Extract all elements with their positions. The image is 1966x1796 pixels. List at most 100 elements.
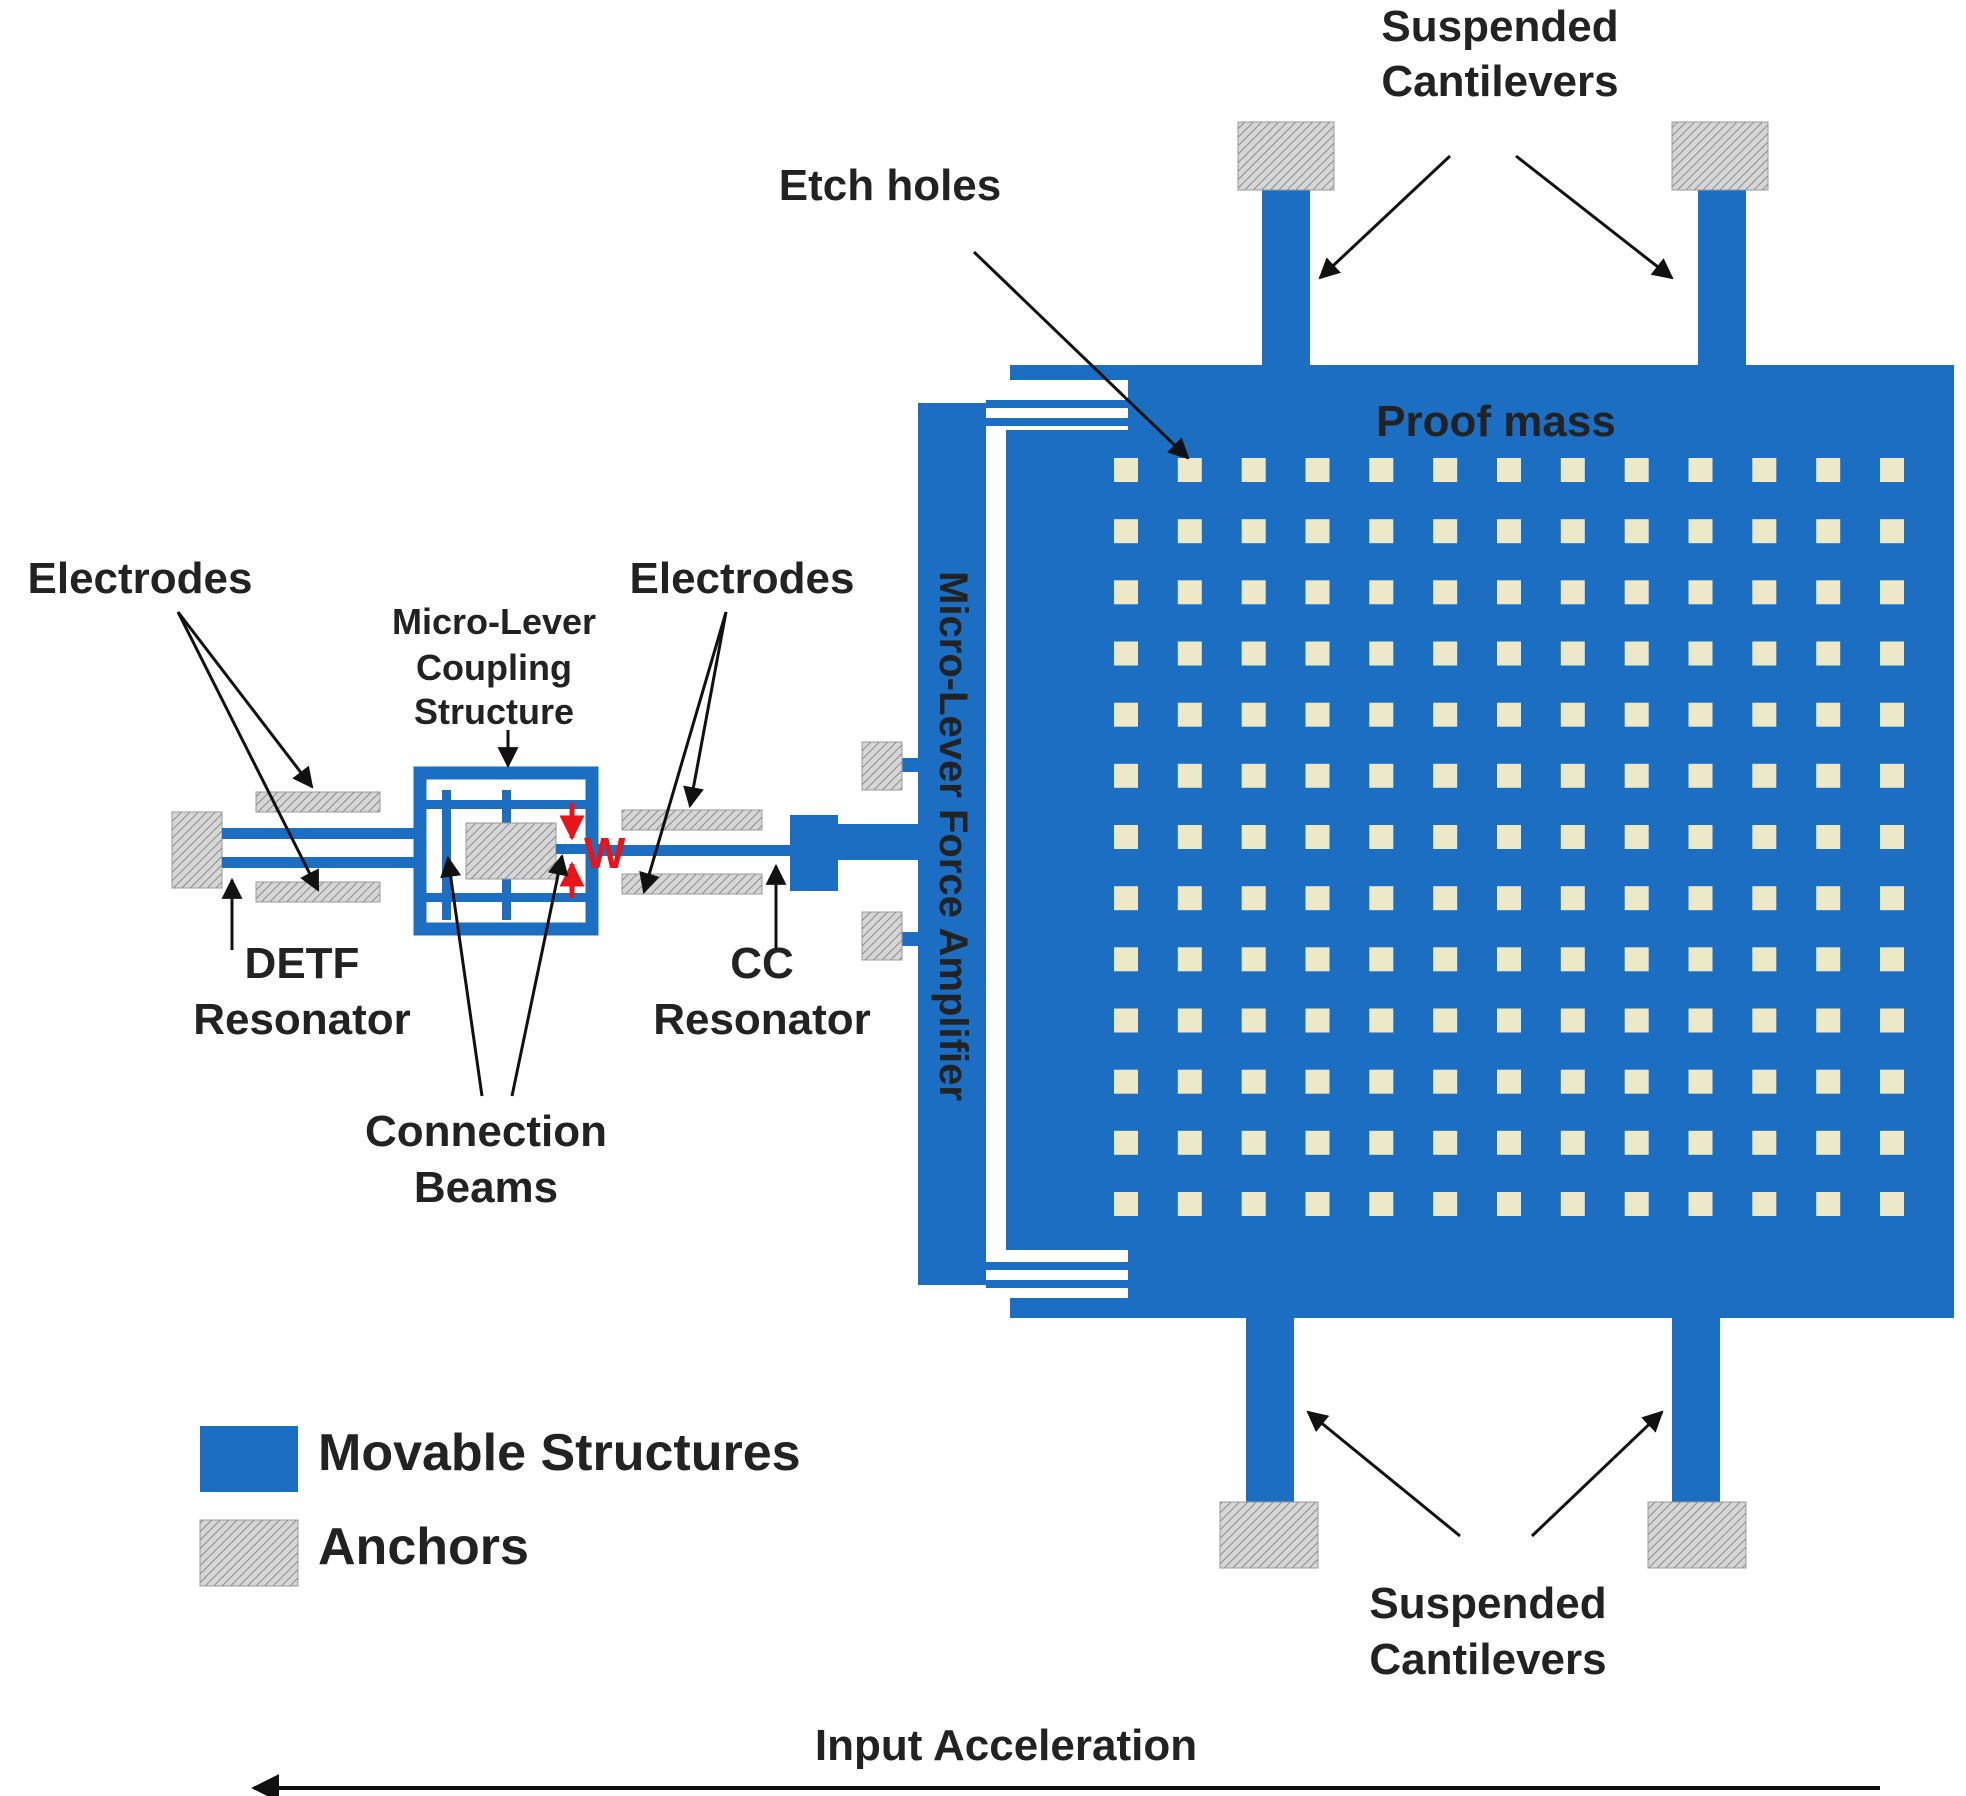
etch-hole: [1624, 1130, 1649, 1155]
etch-hole: [1880, 1130, 1904, 1155]
etch-hole: [1305, 825, 1330, 849]
etch-hole: [1880, 519, 1904, 544]
etch-hole: [1241, 458, 1266, 482]
cc-electrode-top: [621, 809, 763, 831]
detf-electrode-bottom: [255, 881, 381, 903]
etch-hole: [1114, 1130, 1138, 1155]
etch-hole: [1880, 702, 1904, 727]
etch-hole: [1433, 1008, 1458, 1033]
etch-hole: [1305, 458, 1330, 482]
cantilever-top-right: [1698, 190, 1746, 368]
etch-hole: [1177, 519, 1202, 544]
label-detf-1: DETF: [245, 939, 360, 988]
label-cc-2: Resonator: [653, 995, 871, 1044]
etch-hole: [1241, 825, 1266, 849]
etch-hole: [1688, 1130, 1713, 1155]
legend-label-anchor: Anchors: [318, 1518, 529, 1576]
etch-hole: [1433, 886, 1458, 911]
etch-hole: [1560, 519, 1585, 544]
etch-hole: [1241, 580, 1266, 605]
label-coupling-3: Structure: [414, 691, 574, 732]
label-etch-holes: Etch holes: [779, 161, 1002, 210]
etch-hole: [1816, 825, 1841, 849]
etch-hole: [1433, 1192, 1458, 1216]
etch-hole: [1497, 1130, 1521, 1155]
etch-hole: [1433, 763, 1458, 788]
etch-hole: [1624, 947, 1649, 972]
etch-hole: [1624, 886, 1649, 911]
etch-hole: [1752, 1192, 1777, 1216]
etch-hole: [1241, 763, 1266, 788]
etch-hole: [1560, 947, 1585, 972]
etch-hole: [1752, 458, 1777, 482]
etch-hole: [1688, 825, 1713, 849]
etch-hole: [1688, 458, 1713, 482]
etch-hole: [1497, 825, 1521, 849]
etch-hole: [1114, 580, 1138, 605]
etch-hole: [1114, 763, 1138, 788]
coupling-beam-right: [556, 844, 606, 854]
etch-hole: [1114, 947, 1138, 972]
etch-hole: [1114, 641, 1138, 666]
etch-hole: [1880, 886, 1904, 911]
etch-hole: [1497, 458, 1521, 482]
lever-link-top-b: [986, 418, 1128, 426]
etch-hole: [1241, 641, 1266, 666]
etch-hole: [1624, 825, 1649, 849]
label-electrodes-right: Electrodes: [630, 554, 855, 603]
etch-hole: [1816, 580, 1841, 605]
etch-hole: [1624, 763, 1649, 788]
etch-hole: [1624, 458, 1649, 482]
etch-hole: [1560, 763, 1585, 788]
arrow-electrodes-right-2: [639, 611, 728, 895]
etch-hole: [1177, 1008, 1202, 1033]
etch-hole: [1433, 825, 1458, 849]
etch-hole: [1497, 702, 1521, 727]
anchor-bottom-left: [1219, 1501, 1319, 1569]
etch-hole: [1752, 641, 1777, 666]
etch-hole: [1624, 1069, 1649, 1094]
etch-hole: [1560, 458, 1585, 482]
arrow-etch-holes: [972, 250, 1190, 460]
etch-hole: [1177, 886, 1202, 911]
coupling-bar-vert-left: [442, 790, 451, 920]
coupling-bar-horiz-bottom: [420, 893, 592, 902]
etch-hole: [1369, 702, 1394, 727]
etch-hole: [1241, 702, 1266, 727]
etch-hole: [1305, 1008, 1330, 1033]
etch-hole: [1369, 947, 1394, 972]
label-width-w: W: [584, 829, 626, 878]
etch-hole: [1369, 825, 1394, 849]
etch-hole: [1688, 702, 1713, 727]
label-coupling-2: Coupling: [416, 647, 572, 688]
arrow-connection-beams-2: [510, 853, 569, 1097]
etch-hole: [1497, 763, 1521, 788]
etch-hole: [1624, 702, 1649, 727]
etch-hole: [1433, 1069, 1458, 1094]
etch-hole: [1114, 702, 1138, 727]
etch-hole: [1241, 1130, 1266, 1155]
etch-hole: [1688, 947, 1713, 972]
etch-hole: [1369, 1069, 1394, 1094]
etch-hole: [1880, 825, 1904, 849]
etch-hole: [1752, 825, 1777, 849]
etch-hole: [1177, 947, 1202, 972]
etch-hole: [1560, 1130, 1585, 1155]
etch-hole: [1305, 886, 1330, 911]
etch-hole: [1688, 1069, 1713, 1094]
etch-hole: [1433, 702, 1458, 727]
etch-hole: [1752, 580, 1777, 605]
etch-hole: [1177, 763, 1202, 788]
arrow-electrodes-right-1: [683, 611, 728, 809]
etch-hole: [1816, 1130, 1841, 1155]
detf-beam-top: [222, 828, 422, 839]
detf-beam-bottom: [222, 857, 422, 868]
etch-hole: [1433, 458, 1458, 482]
etch-hole: [1752, 1069, 1777, 1094]
etch-hole: [1497, 1008, 1521, 1033]
anchor-bottom-right: [1647, 1501, 1747, 1569]
label-micro-lever-amplifier: Micro-Lever Force Amplifier: [931, 571, 975, 1101]
etch-hole: [1114, 886, 1138, 911]
etch-hole: [1497, 641, 1521, 666]
